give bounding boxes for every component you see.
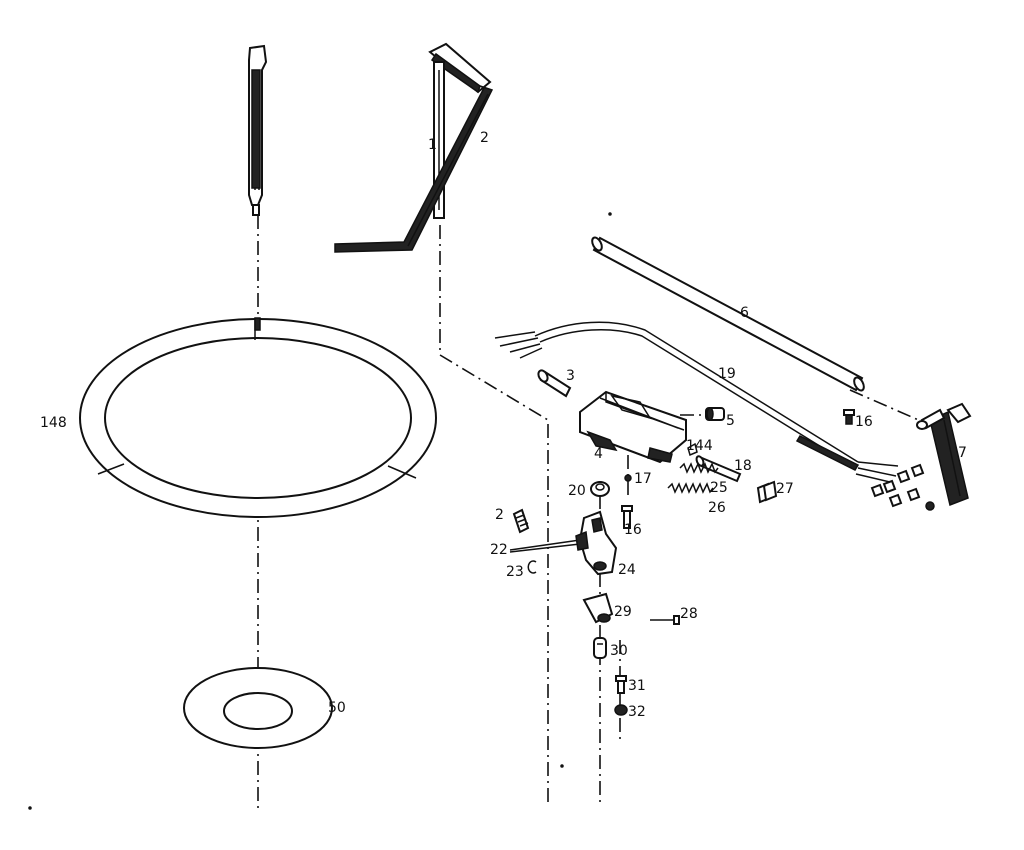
pin-18	[695, 455, 742, 483]
rod-6	[591, 236, 865, 392]
screw-16-upper	[843, 409, 855, 425]
left-rod-shaded	[251, 69, 261, 189]
yoke-24	[575, 510, 618, 576]
callout-50: 50	[328, 700, 346, 716]
ring-inner	[104, 337, 412, 499]
callout-6: 6	[740, 305, 749, 321]
callout-2-lower: 2	[495, 507, 504, 523]
callout-30: 30	[610, 643, 628, 659]
screw-16-lower	[621, 505, 633, 529]
bracket-4	[579, 390, 687, 464]
clip-144	[687, 442, 698, 457]
screw-31	[615, 675, 627, 694]
pin-3	[537, 369, 572, 398]
callout-20: 20	[568, 483, 586, 499]
lever-bent-arm	[334, 85, 494, 253]
callout-16-upper: 16	[855, 414, 873, 430]
axis-rod-to-handle	[849, 389, 931, 426]
pin-28	[650, 615, 680, 625]
callout-31: 31	[628, 678, 646, 694]
callout-17: 17	[634, 471, 652, 487]
left-lever-rod	[248, 44, 268, 216]
callout-19: 19	[718, 366, 736, 382]
callout-labels: 1 2 3 4 5 6 7 144 148 16 16 17 18 19 20 …	[40, 130, 967, 720]
callout-7: 7	[958, 445, 967, 461]
bolt-5	[705, 407, 725, 421]
cone-29	[582, 592, 614, 624]
nut-32	[614, 704, 628, 716]
callout-2: 2	[480, 130, 489, 146]
ring-148	[79, 317, 437, 518]
callout-27: 27	[776, 481, 794, 497]
bushing-30	[593, 637, 607, 659]
handle-7	[916, 402, 972, 507]
callout-26: 26	[708, 500, 726, 516]
lever-assembly	[334, 42, 494, 253]
callout-4: 4	[594, 446, 603, 462]
clip-27	[756, 480, 778, 504]
callout-16-lower: 16	[624, 522, 642, 538]
handle-hardware	[870, 463, 935, 511]
nut-17	[624, 474, 632, 482]
washer-50	[183, 667, 333, 749]
callout-3: 3	[566, 368, 575, 384]
callout-1: 1	[428, 137, 437, 153]
callout-5: 5	[726, 413, 735, 429]
callout-25: 25	[710, 480, 728, 496]
callout-22: 22	[490, 542, 508, 558]
callout-28: 28	[680, 606, 698, 622]
pin-22	[509, 539, 581, 553]
callout-23: 23	[506, 564, 524, 580]
callout-148: 148	[40, 415, 67, 431]
callout-32: 32	[628, 704, 646, 720]
callout-24: 24	[618, 562, 636, 578]
callout-144: 144	[686, 438, 713, 454]
assembly-axes	[257, 215, 931, 810]
axis-center-path	[439, 225, 549, 805]
spring-25	[679, 462, 719, 474]
washer-hole	[223, 692, 293, 730]
callout-29: 29	[614, 604, 632, 620]
nut-20	[590, 481, 610, 497]
clip-23	[527, 560, 537, 574]
specks	[28, 212, 612, 810]
callout-18: 18	[734, 458, 752, 474]
spring-26	[667, 482, 714, 494]
cable-19	[494, 321, 899, 483]
set-screw-2	[512, 508, 530, 534]
